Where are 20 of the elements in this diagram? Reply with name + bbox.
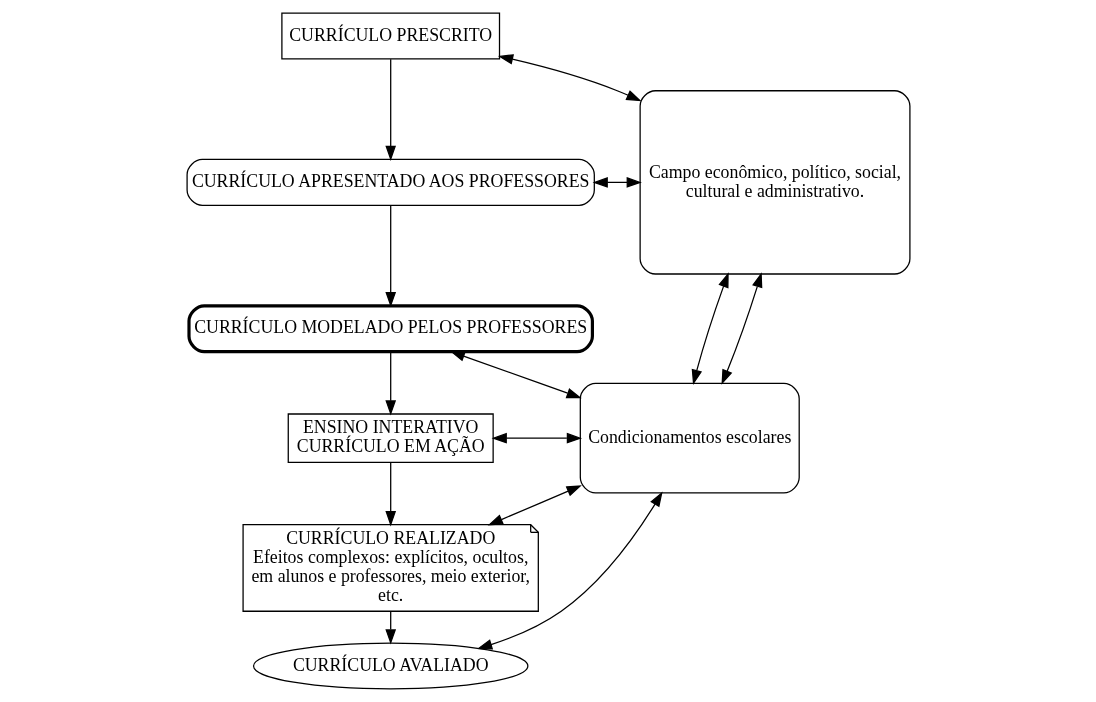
node-box: Condicionamentos escolares	[579, 382, 800, 494]
arrow	[497, 54, 642, 102]
arrow	[384, 204, 396, 308]
arrow	[476, 491, 663, 650]
node-box: ENSINO INTERATIVO CURRÍCULO EM AÇÃO	[287, 413, 494, 463]
arrow	[384, 58, 396, 161]
arrow	[449, 351, 582, 399]
arrow	[384, 351, 396, 416]
node-box: CURRÍCULO APRESENTADO AOS PROFESSORES	[185, 158, 595, 206]
node-ellipse: CURRÍCULO AVALIADO	[252, 642, 528, 690]
node-box: CURRÍCULO MODELADO PELOS PROFESSORES	[186, 304, 594, 354]
arrow	[592, 177, 642, 188]
arrow	[487, 485, 582, 526]
arrow	[721, 272, 762, 385]
arrow	[384, 610, 396, 645]
arrow	[691, 272, 729, 385]
arrow	[384, 462, 396, 527]
arrow	[491, 432, 582, 444]
node-box: Campo econômico, político, social, cultural e administrativo.	[639, 90, 911, 275]
node-box: CURRÍCULO PRESCRITO	[280, 12, 500, 60]
